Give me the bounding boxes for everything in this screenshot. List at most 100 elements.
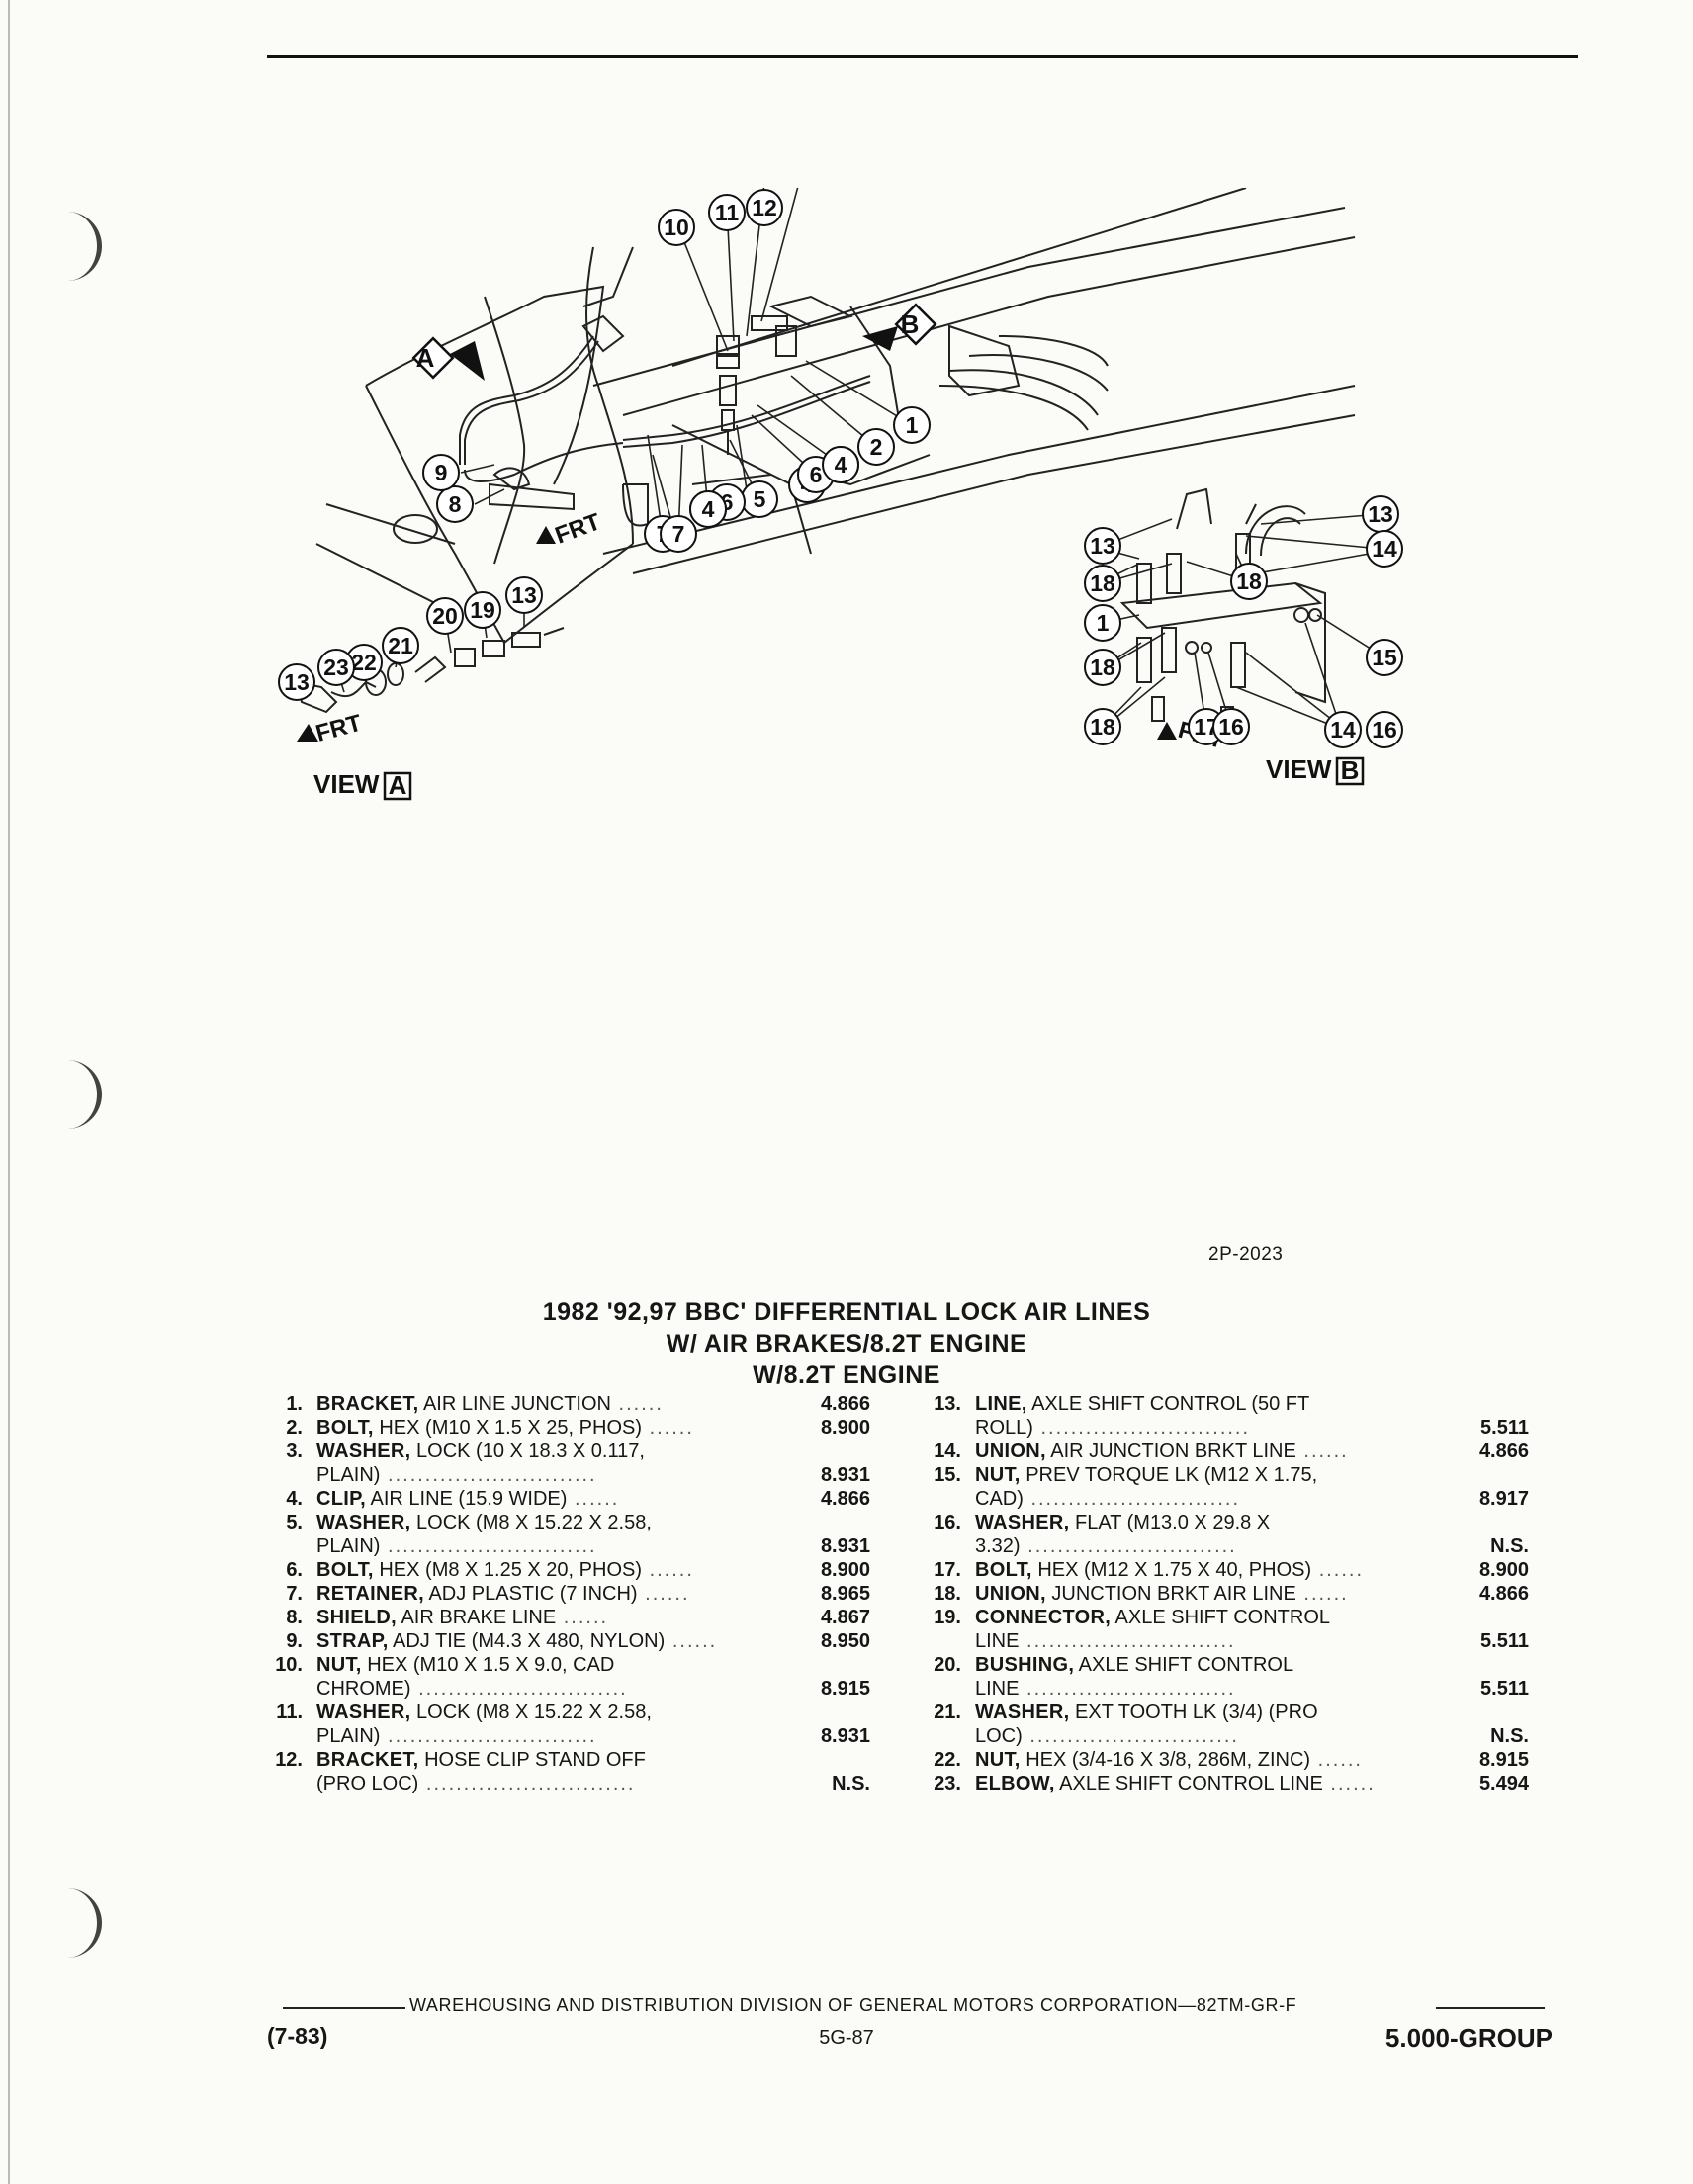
part-group-number: 4.866 xyxy=(1478,1583,1529,1605)
part-index: 15. xyxy=(934,1464,961,1486)
part-spec-continued: PLAIN) xyxy=(316,1725,381,1747)
part-description: WASHER, EXT TOOTH LK (3/4) (PRO xyxy=(975,1701,1434,1724)
part-group-number: 8.900 xyxy=(820,1559,870,1581)
view-a-label: VIEW A xyxy=(313,769,412,801)
parts-row: 21. WASHER, EXT TOOTH LK (3/4) (PRO xyxy=(896,1701,1529,1724)
part-name: WASHER, xyxy=(316,1512,411,1533)
part-index: 11. xyxy=(276,1702,303,1723)
parts-row: 6.BOLT, HEX (M8 X 1.25 X 20, PHOS) .....… xyxy=(237,1558,870,1582)
dot-leader: ............................ xyxy=(1023,1488,1241,1510)
callout-16: 16 xyxy=(1212,708,1250,745)
callout-13: 13 xyxy=(1362,495,1399,533)
part-name: STRAP, xyxy=(316,1630,389,1652)
parts-row: 12.BRACKET, HOSE CLIP STAND OFF xyxy=(237,1748,870,1772)
part-spec-continued: PLAIN) xyxy=(316,1464,381,1486)
dot-leader: ...... xyxy=(665,1630,718,1652)
part-description: LOC) ............................ xyxy=(975,1724,1434,1748)
fender-hole xyxy=(393,514,438,544)
part-index: 20. xyxy=(934,1654,961,1676)
part-index: 3. xyxy=(286,1441,303,1462)
part-group-number: 5.511 xyxy=(1480,1678,1529,1700)
callout-group: 1234567891011121314151617192021222313181… xyxy=(278,189,1403,748)
view-b-text: VIEW xyxy=(1266,754,1332,784)
svg-text:13: 13 xyxy=(1090,533,1115,559)
part-description: BOLT, HEX (M10 X 1.5 X 25, PHOS) ...... xyxy=(316,1416,775,1440)
frame-rail-lower xyxy=(602,385,1356,555)
footer-page-number: 5G-87 xyxy=(819,2027,874,2049)
part-spec: AIR BRAKE LINE xyxy=(397,1607,557,1628)
part-name: UNION, xyxy=(975,1441,1046,1462)
page-title-line-3: W/8.2T ENGINE xyxy=(753,1361,940,1389)
part-spec-continued: CAD) xyxy=(975,1488,1024,1510)
callout-18: 18 xyxy=(1230,563,1268,600)
callout-13: 13 xyxy=(505,576,543,614)
callout-5: 5 xyxy=(741,480,778,518)
svg-text:15: 15 xyxy=(1372,645,1397,670)
part-name: CONNECTOR, xyxy=(975,1607,1112,1628)
part-spec: LOCK (M8 X 15.22 X 2.58, xyxy=(410,1702,652,1723)
part-name: WASHER, xyxy=(316,1441,411,1462)
part-group-number: 8.915 xyxy=(820,1678,870,1700)
parts-row: 1.BRACKET, AIR LINE JUNCTION ......4.866 xyxy=(237,1392,870,1416)
part-name: BOLT, xyxy=(975,1559,1032,1581)
part-name: BRACKET, xyxy=(316,1393,419,1415)
part-description: CONNECTOR, AXLE SHIFT CONTROL xyxy=(975,1606,1434,1629)
callout-21: 21 xyxy=(382,627,419,664)
part-spec: PREV TORQUE LK (M12 X 1.75, xyxy=(1020,1464,1318,1486)
svg-text:10: 10 xyxy=(664,215,689,240)
dot-leader: ............................ xyxy=(380,1725,597,1747)
part-group-number: 8.900 xyxy=(1478,1559,1529,1581)
svg-text:18: 18 xyxy=(1090,570,1115,596)
air-line xyxy=(622,375,871,441)
svg-text:20: 20 xyxy=(432,603,458,629)
part-spec: JUNCTION BRKT AIR LINE xyxy=(1045,1583,1296,1605)
dot-leader: ............................ xyxy=(1032,1417,1251,1439)
part-description: WASHER, LOCK (10 X 18.3 X 0.117, xyxy=(316,1440,775,1463)
callout-10: 10 xyxy=(658,209,695,246)
part-group-number: N.S. xyxy=(1490,1725,1529,1747)
part-name: NUT, xyxy=(316,1654,362,1676)
parts-row: 2.BOLT, HEX (M10 X 1.5 X 25, PHOS) .....… xyxy=(237,1416,870,1440)
part-spec-continued: LOC) xyxy=(975,1725,1023,1747)
part-description: STRAP, ADJ TIE (M4.3 X 480, NYLON) .....… xyxy=(316,1629,775,1653)
part-group-number: 5.494 xyxy=(1478,1773,1529,1794)
air-brake-shield xyxy=(489,482,575,511)
parts-row: PLAIN) ............................8.931 xyxy=(237,1534,870,1558)
svg-text:2: 2 xyxy=(870,434,883,460)
figure-number: 2P-2023 xyxy=(1208,1244,1284,1265)
part-description: CHROME) ............................ xyxy=(316,1677,775,1701)
svg-text:5: 5 xyxy=(754,486,766,512)
part-group-number: 4.866 xyxy=(1478,1441,1529,1462)
parts-row: 9.STRAP, ADJ TIE (M4.3 X 480, NYLON) ...… xyxy=(237,1629,870,1653)
part-group-number: 8.931 xyxy=(820,1464,870,1486)
part-index: 21. xyxy=(934,1702,961,1723)
part-name: BRACKET, xyxy=(316,1749,419,1771)
part-name: WASHER, xyxy=(316,1702,411,1723)
svg-text:11: 11 xyxy=(715,200,740,225)
exploded-view-diagram: A B FRT FRT VIEW A xyxy=(278,188,1403,801)
part-description: BUSHING, AXLE SHIFT CONTROL xyxy=(975,1653,1434,1677)
part-spec: EXT TOOTH LK (3/4) (PRO xyxy=(1069,1702,1318,1723)
part-group-number: 8.915 xyxy=(1478,1749,1529,1771)
part-description: BOLT, HEX (M12 X 1.75 X 40, PHOS) ...... xyxy=(975,1558,1434,1582)
svg-text:13: 13 xyxy=(284,669,310,695)
part-spec: ADJ PLASTIC (7 INCH) xyxy=(424,1583,638,1605)
dot-leader: ...... xyxy=(611,1393,664,1415)
parts-row: PLAIN) ............................8.931 xyxy=(237,1463,870,1487)
part-group-number: 5.511 xyxy=(1480,1630,1529,1652)
part-description: BRACKET, HOSE CLIP STAND OFF xyxy=(316,1748,775,1772)
part-description: NUT, HEX (3/4-16 X 3/8, 286M, ZINC) ....… xyxy=(975,1748,1434,1772)
callout-2: 2 xyxy=(857,428,895,466)
svg-text:7: 7 xyxy=(672,521,685,547)
parts-row: 3.32) ............................N.S. xyxy=(896,1534,1529,1558)
dot-leader: ............................ xyxy=(410,1678,628,1700)
footer-rule-left xyxy=(283,2007,405,2009)
part-spec: HEX (M8 X 1.25 X 20, PHOS) xyxy=(373,1559,643,1581)
parts-row: 20. BUSHING, AXLE SHIFT CONTROL xyxy=(896,1653,1529,1677)
dot-leader: ...... xyxy=(637,1583,690,1605)
view-b-box-letter: B xyxy=(1341,755,1360,785)
part-spec: AIR LINE (15.9 WIDE) xyxy=(366,1488,568,1510)
page-title-line-1: 1982 '92,97 BBC' DIFFERENTIAL LOCK AIR L… xyxy=(542,1298,1151,1326)
part-index: 18. xyxy=(934,1583,961,1605)
parts-row: ROLL) ............................5.511 xyxy=(896,1416,1529,1440)
